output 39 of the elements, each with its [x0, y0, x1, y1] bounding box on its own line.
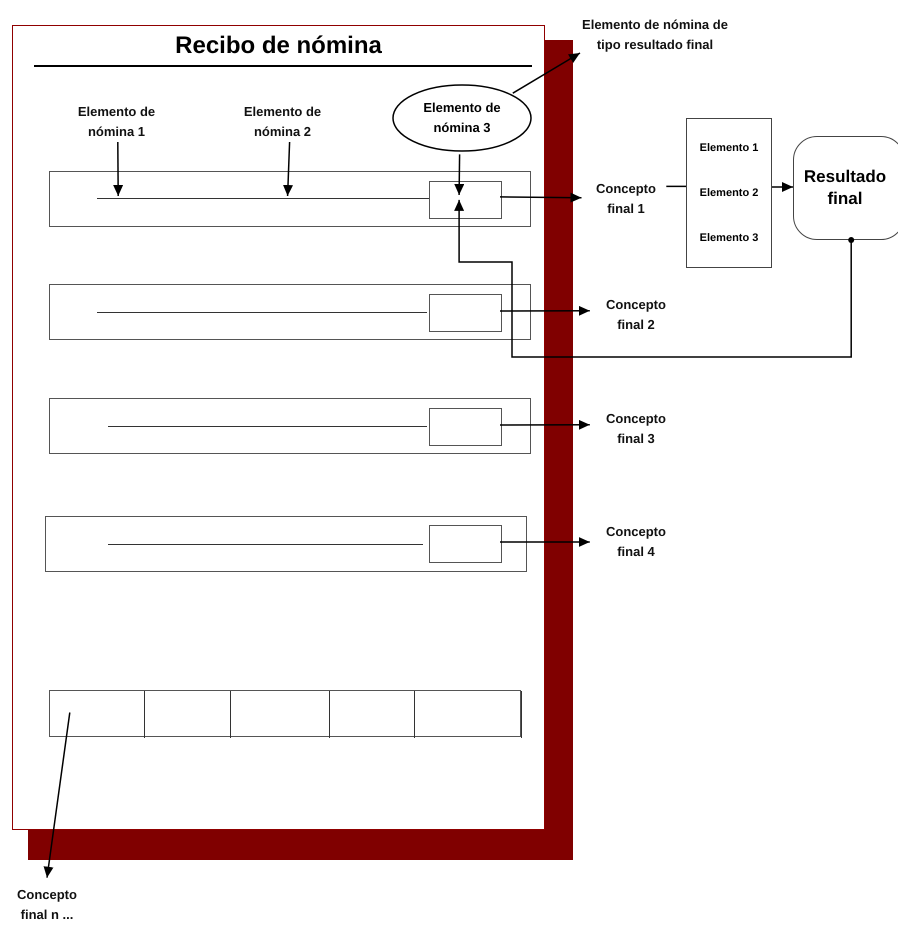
- arrow: [113, 142, 124, 196]
- row-line: [97, 198, 429, 200]
- receipt-sheet: [12, 25, 545, 830]
- arrow: [772, 182, 793, 192]
- amount-cell: [429, 294, 502, 332]
- receipt-title: Recibo de nómina: [174, 32, 383, 60]
- arrow: [454, 154, 464, 196]
- concept-label: Concepto final 4: [594, 521, 678, 563]
- list-item: Elemento 3: [700, 232, 758, 244]
- arrow: [500, 192, 582, 203]
- concept-label: Concepto final n ...: [4, 884, 90, 926]
- arrow: [44, 712, 71, 878]
- arrow: [500, 537, 590, 547]
- result-box: Resultado final: [793, 136, 898, 240]
- ellipse-label: Elemento de nómina 3: [422, 99, 502, 137]
- concept-label: Concepto final 2: [594, 294, 678, 336]
- element-label: Elemento de nómina 2: [225, 101, 340, 143]
- payroll-row: [49, 171, 531, 227]
- amount-cell: [429, 181, 502, 219]
- element-list-box: [686, 118, 772, 268]
- arrow: [283, 142, 293, 196]
- list-item: Elemento 1: [700, 142, 758, 154]
- arrow: [500, 420, 590, 430]
- arrow: [500, 306, 590, 316]
- element-label: Elemento de nómina 1: [59, 101, 174, 143]
- table-row: [49, 690, 521, 737]
- arrow: [454, 200, 854, 358]
- payroll-row: [49, 284, 531, 340]
- concept-label: Concepto final 1: [584, 178, 668, 220]
- arrow: [512, 52, 580, 94]
- amount-cell: [429, 408, 502, 446]
- element-label: Elemento de nómina de tipo resultado final: [580, 4, 730, 66]
- payroll-row: [45, 516, 527, 572]
- ellipse-shape: [392, 84, 532, 152]
- amount-cell: [429, 525, 502, 563]
- connector-line: [666, 186, 686, 188]
- list-item: Elemento 2: [700, 186, 758, 199]
- concept-label: Concepto final 3: [594, 408, 678, 450]
- payroll-row: [49, 398, 531, 454]
